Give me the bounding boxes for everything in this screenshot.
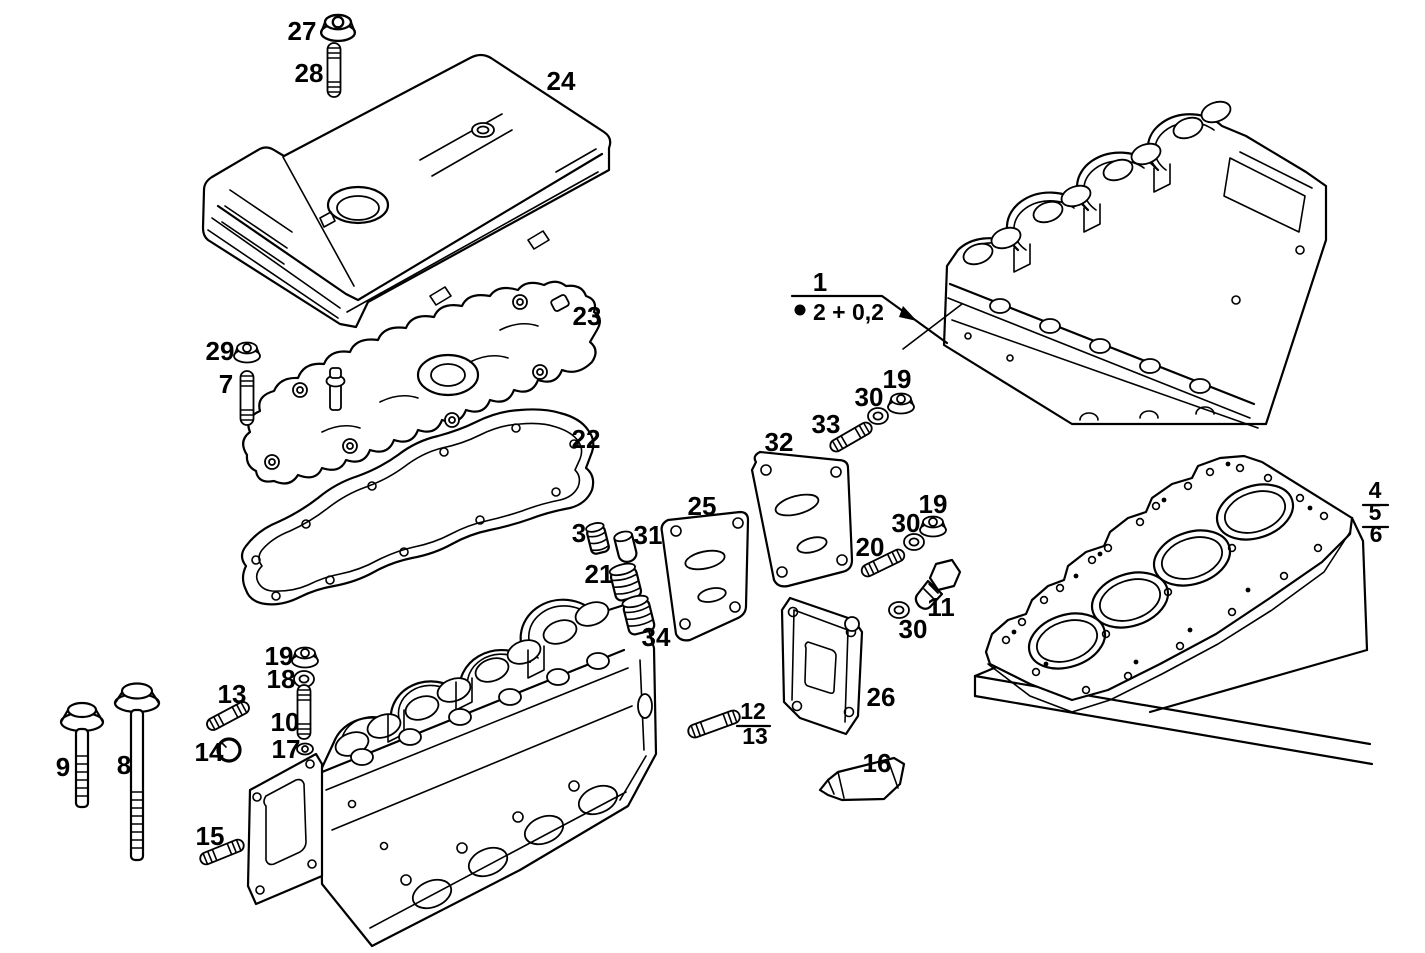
cup-plug-31 xyxy=(613,530,638,563)
stud-7 xyxy=(239,370,255,426)
callout-23: 23 xyxy=(573,301,602,331)
callout-21: 21 xyxy=(585,559,614,589)
callout-13-frac: 13 xyxy=(742,723,768,749)
valve-cover xyxy=(201,53,612,329)
stud-12-13 xyxy=(685,707,743,741)
callout-26: 26 xyxy=(867,682,896,712)
callout-25: 25 xyxy=(688,491,717,521)
callout-14: 14 xyxy=(195,737,224,767)
callout-19-a: 19 xyxy=(883,364,912,394)
nut-19-left xyxy=(291,646,319,669)
callout-30-c: 30 xyxy=(899,614,928,644)
callout-11: 11 xyxy=(927,592,955,622)
callout-8: 8 xyxy=(117,750,131,780)
nut-19-b xyxy=(919,515,947,538)
screw-plug-34 xyxy=(621,594,656,636)
side-plate-32 xyxy=(750,450,854,588)
camshaft-carrier-cover xyxy=(242,280,601,485)
callout-15: 15 xyxy=(196,821,225,851)
callout-27: 27 xyxy=(288,16,317,46)
callout-1-note: 2 + 0,2 xyxy=(813,299,884,325)
callout-10: 10 xyxy=(271,707,300,737)
o-ring-14 xyxy=(216,737,242,763)
callout-20: 20 xyxy=(856,532,885,562)
callout-22: 22 xyxy=(572,424,601,454)
head-bolt-9 xyxy=(59,701,105,809)
callout-31: 31 xyxy=(634,520,663,550)
callout-19-b: 19 xyxy=(919,489,948,519)
bolt-11 xyxy=(914,558,962,610)
head-bolt-8 xyxy=(113,682,161,862)
callout-13: 13 xyxy=(218,679,247,709)
callout-4: 4 xyxy=(1369,477,1382,503)
callout-1: 1 xyxy=(813,267,827,297)
callout-30-a: 30 xyxy=(855,382,884,412)
callout-labels: 27 28 24 23 29 7 22 1 2 + 0,2 19 30 33 3… xyxy=(56,16,1383,851)
callout-29: 29 xyxy=(206,336,235,366)
callout-9: 9 xyxy=(56,752,70,782)
side-plate-gasket-25 xyxy=(660,510,750,642)
stud-28 xyxy=(326,42,342,98)
nut-17 xyxy=(296,742,314,756)
callout-30-b: 30 xyxy=(892,508,921,538)
flange-nut-27 xyxy=(319,13,357,43)
callout-34: 34 xyxy=(642,622,671,652)
callout-17: 17 xyxy=(272,734,301,764)
cylinder-head-assembly xyxy=(942,100,1328,429)
screw-plug-3 xyxy=(585,522,610,555)
fraction-rules xyxy=(735,503,1390,728)
callout-19-c: 19 xyxy=(265,641,294,671)
cylinder-head xyxy=(246,598,658,948)
callout-18: 18 xyxy=(267,664,296,694)
callout-16: 16 xyxy=(863,748,892,778)
callout-28: 28 xyxy=(295,58,324,88)
callout-1-leader xyxy=(790,294,963,350)
callout-3: 3 xyxy=(572,518,586,548)
nut-19-a xyxy=(887,392,915,415)
end-cover-plate-26 xyxy=(780,596,864,736)
callout-24: 24 xyxy=(547,66,576,96)
callout-12: 12 xyxy=(740,698,766,724)
cylinder-head-gasket xyxy=(984,454,1354,713)
sealant-tube-16 xyxy=(818,756,906,802)
callout-33: 33 xyxy=(812,409,841,439)
callout-32: 32 xyxy=(765,427,794,457)
filled-dot-icon xyxy=(794,304,806,316)
valve-cover-gasket xyxy=(240,408,595,606)
callout-6: 6 xyxy=(1370,521,1383,547)
nut-29 xyxy=(233,341,261,364)
callout-7: 7 xyxy=(219,369,233,399)
